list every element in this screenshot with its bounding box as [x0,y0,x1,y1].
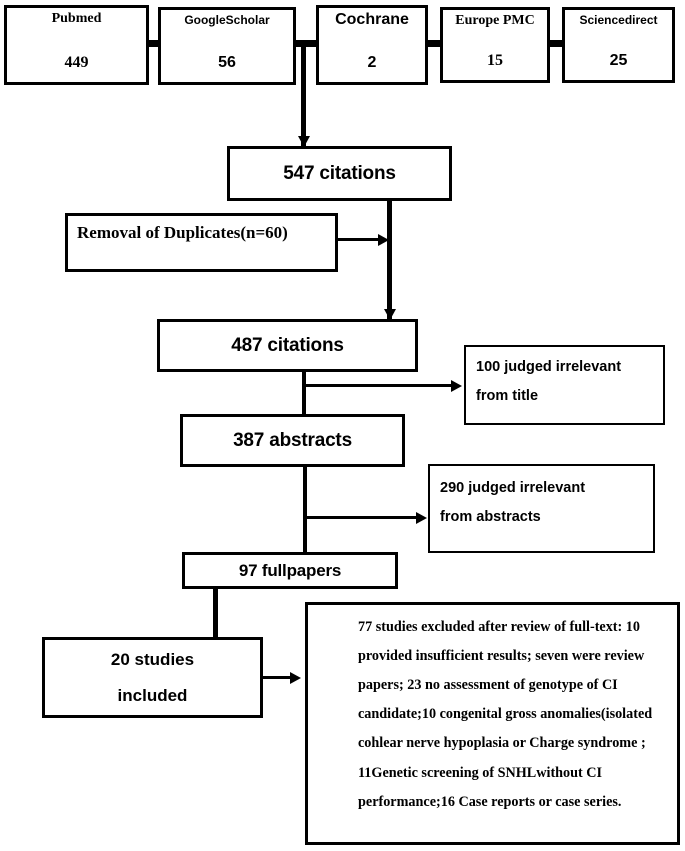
exclusion-label-fulltext-line6: 11Genetic screening of SNHLwithout CI [358,764,603,781]
stage-box-citations-dedup: 487 citations [157,319,418,372]
connector-duplicates-to-spine [336,238,382,241]
source-box-europepmc: Europe PMC 15 [440,7,550,83]
source-box-cochrane: Cochrane 2 [316,5,428,85]
connector-citations-dedup-to-abstracts [302,370,306,418]
connector-included-to-fulltext-exclusions [262,676,292,679]
source-box-sciencedirect: Sciencedirect 25 [562,7,675,83]
exclusion-box-fulltext: 77 studies excluded after review of full… [305,602,680,845]
connector-europepmc-to-sciencedirect [547,40,565,47]
exclusion-label-irrelevant-title-line2: from title [476,388,539,404]
exclusion-label-fulltext-line7: performance;16 Case reports or case seri… [358,793,622,810]
connector-googlescholar-to-cochrane [293,40,320,47]
arrowhead-into-citations-dedup [384,309,396,320]
arrowhead-duplicates-to-spine [378,234,389,246]
source-name-pubmed: Pubmed [51,11,102,26]
source-count-cochrane: 2 [367,54,377,72]
exclusion-label-fulltext-line1: 77 studies excluded after review of full… [358,619,640,635]
exclusion-label-irrelevant-title-line1: 100 judged irrelevant [476,359,622,375]
source-count-pubmed: 449 [64,54,89,72]
exclusion-box-duplicates: Removal of Duplicates(n=60) [65,213,338,272]
arrowhead-into-irrelevant-title [451,380,462,392]
connector-sources-to-citations-total [301,40,306,146]
stage-box-citations-total: 547 citations [227,146,452,201]
source-count-googlescholar: 56 [218,54,236,72]
source-box-pubmed: Pubmed 449 [4,5,149,85]
connector-citations-total-to-dedup [387,199,392,319]
exclusion-label-fulltext-line4: candidate;10 congenital gross anomalies(… [358,706,653,723]
source-name-cochrane: Cochrane [335,11,409,28]
source-name-googlescholar: GoogleScholar [184,13,270,27]
exclusion-label-fulltext-line5: cohlear nerve hypoplasia or Charge syndr… [358,735,646,752]
arrowhead-into-citations-total [298,136,310,147]
source-count-europepmc: 15 [487,52,503,70]
arrowhead-into-irrelevant-abstracts [416,512,427,524]
exclusion-label-fulltext-line2: provided insufficient results; seven wer… [358,648,645,665]
stage-label-citations-dedup: 487 citations [231,334,344,356]
exclusion-label-duplicates: Removal of Duplicates(n=60) [77,223,288,242]
exclusion-label-irrelevant-abstracts-line1: 290 judged irrelevant [440,480,586,496]
source-box-googlescholar: GoogleScholar 56 [158,7,296,85]
connector-dedup-to-irrelevant-title [302,384,454,387]
stage-label-fullpapers: 97 fullpapers [238,560,342,580]
connector-cochrane-to-europepmc [425,40,443,47]
stage-label-abstracts: 387 abstracts [233,429,352,451]
connector-fullpapers-to-included [213,583,218,639]
stage-label-included-line1: 20 studies [110,649,195,669]
exclusion-box-irrelevant-abstracts: 290 judged irrelevant from abstracts [428,464,655,553]
source-count-sciencedirect: 25 [609,52,628,70]
exclusion-label-irrelevant-abstracts-line2: from abstracts [440,509,541,525]
stage-box-included: 20 studies included [42,637,263,718]
stage-label-included-line2: included [117,685,188,705]
stage-box-fullpapers: 97 fullpapers [182,552,398,589]
connector-abstracts-to-fullpapers [303,465,307,555]
source-name-sciencedirect: Sciencedirect [579,13,658,27]
arrowhead-into-fulltext-exclusions [290,672,301,684]
source-name-europepmc: Europe PMC [455,13,535,28]
exclusion-box-irrelevant-title: 100 judged irrelevant from title [464,345,665,425]
exclusion-label-fulltext-line3: papers; 23 no assessment of genotype of … [358,677,618,694]
stage-label-citations-total: 547 citations [283,162,396,184]
connector-pubmed-to-googlescholar [146,40,162,47]
connector-abstracts-to-irrelevant-abstracts [303,516,419,519]
stage-box-abstracts: 387 abstracts [180,414,405,467]
